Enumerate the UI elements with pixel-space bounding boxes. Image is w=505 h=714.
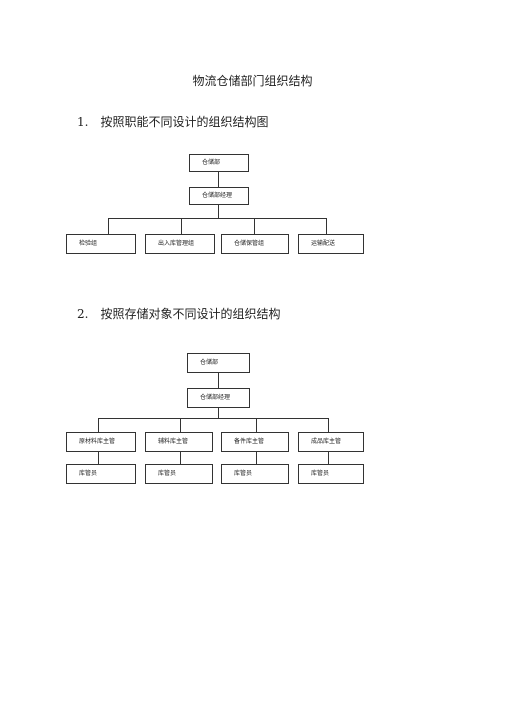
chart2-supervisor-box: 备件库主管 <box>221 432 289 452</box>
chart2-connector-top <box>218 373 219 388</box>
section2-heading: 2. 按照存储对象不同设计的组织结构 <box>77 307 281 321</box>
chart2-manager-box: 仓储部经理 <box>187 388 250 408</box>
chart1-unit-label: 仓储保管组 <box>234 240 265 247</box>
chart1-connector-top <box>218 172 219 187</box>
chart2-clerk-label: 库管员 <box>79 470 98 477</box>
chart2-clerk-box: 库管员 <box>221 464 289 484</box>
chart2-drop-1 <box>98 418 99 432</box>
chart2-drop-clerk-2 <box>180 452 181 464</box>
chart1-drop-4 <box>326 218 327 234</box>
chart1-unit-box: 出入库管理组 <box>145 234 215 254</box>
chart2-drop-3 <box>256 418 257 432</box>
chart2-branch-bar <box>98 418 328 419</box>
chart1-unit-box: 检验组 <box>66 234 136 254</box>
chart2-clerk-box: 库管员 <box>298 464 364 484</box>
chart2-supervisor-label: 成品库主管 <box>311 438 342 445</box>
chart2-supervisor-box: 辅料库主管 <box>145 432 213 452</box>
chart2-drop-4 <box>328 418 329 432</box>
chart2-supervisor-box: 成品库主管 <box>298 432 364 452</box>
chart1-drop-2 <box>181 218 182 234</box>
chart2-supervisor-box: 原材料库主管 <box>66 432 136 452</box>
chart1-manager-label: 仓储部经理 <box>202 192 233 199</box>
chart1-connector-manager <box>218 205 219 218</box>
chart2-drop-clerk-3 <box>256 452 257 464</box>
chart1-unit-label: 检验组 <box>79 240 98 247</box>
chart1-drop-1 <box>108 218 109 234</box>
chart2-clerk-box: 库管员 <box>66 464 136 484</box>
chart2-top-label: 仓储部 <box>200 359 219 366</box>
chart1-unit-box: 运输配送 <box>298 234 364 254</box>
page-title: 物流仓储部门组织结构 <box>192 74 313 88</box>
chart2-clerk-box: 库管员 <box>145 464 213 484</box>
chart2-clerk-label: 库管员 <box>311 470 330 477</box>
chart1-unit-label: 运输配送 <box>311 240 336 247</box>
section1-heading: 1. 按照职能不同设计的组织结构图 <box>77 115 269 129</box>
chart2-manager-label: 仓储部经理 <box>200 394 231 401</box>
chart2-top-box: 仓储部 <box>187 353 250 373</box>
chart2-drop-2 <box>180 418 181 432</box>
chart2-connector-manager <box>218 408 219 418</box>
chart2-clerk-label: 库管员 <box>234 470 253 477</box>
chart1-manager-box: 仓储部经理 <box>189 187 249 205</box>
chart1-unit-label: 出入库管理组 <box>158 240 195 247</box>
chart2-supervisor-label: 原材料库主管 <box>79 438 116 445</box>
chart1-top-label: 仓储部 <box>202 159 221 166</box>
chart1-unit-box: 仓储保管组 <box>221 234 289 254</box>
chart2-supervisor-label: 辅料库主管 <box>158 438 189 445</box>
chart1-drop-3 <box>254 218 255 234</box>
chart1-branch-bar <box>108 218 326 219</box>
chart2-drop-clerk-4 <box>328 452 329 464</box>
chart2-supervisor-label: 备件库主管 <box>234 438 265 445</box>
chart2-clerk-label: 库管员 <box>158 470 177 477</box>
chart2-drop-clerk-1 <box>98 452 99 464</box>
chart1-top-box: 仓储部 <box>189 154 249 172</box>
